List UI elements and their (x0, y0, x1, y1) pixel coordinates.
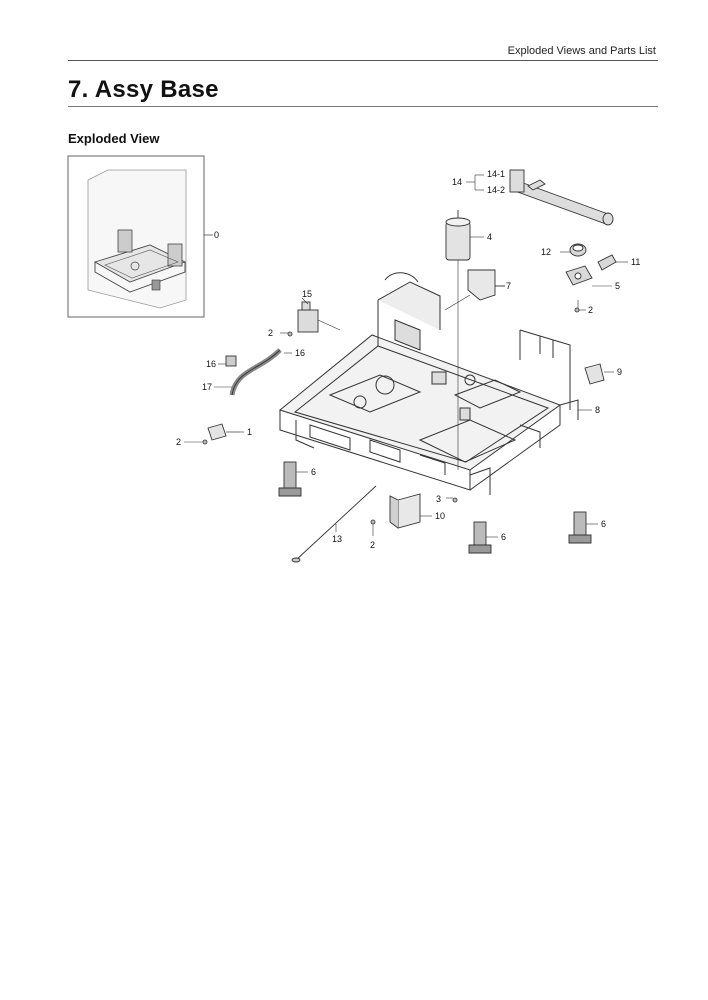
callout-4: 4 (487, 232, 492, 242)
knob-11 (597, 254, 617, 271)
callout-6c: 6 (601, 519, 606, 529)
callout-11: 11 (631, 257, 640, 267)
section-title: Exploded View (68, 131, 160, 146)
callout-0: 0 (214, 230, 219, 240)
callout-16b: 16 (295, 348, 305, 358)
page-title: 7. Assy Base (68, 76, 219, 103)
screws-2-3 (202, 307, 580, 525)
callout-2a: 2 (268, 328, 273, 338)
callout-16a: 16 (206, 359, 216, 369)
callout-6b: 6 (501, 532, 506, 542)
leg-bolts-6 (278, 461, 592, 554)
callout-3: 3 (436, 494, 441, 504)
bracket-7 (444, 269, 505, 311)
callout-12: 12 (541, 247, 551, 257)
pump-motor-4 (445, 210, 471, 470)
overview-inset (67, 155, 213, 318)
header-rule (68, 60, 658, 61)
callout-14-1: 14-1 (487, 169, 505, 179)
callout-14: 14 (452, 177, 462, 187)
bracket-10 (389, 493, 421, 529)
callout-17: 17 (202, 382, 212, 392)
callout-2d: 2 (370, 540, 375, 550)
title-rule (68, 106, 658, 107)
callout-6a: 6 (311, 467, 316, 477)
clip-9 (584, 363, 605, 385)
callout-9: 9 (617, 367, 622, 377)
leader-lines (184, 174, 628, 538)
hose-17 (225, 348, 282, 396)
callout-13: 13 (332, 534, 342, 544)
base-frame (278, 272, 579, 495)
callout-14-2: 14-2 (487, 185, 505, 195)
callout-7: 7 (506, 281, 511, 291)
gear-12 (569, 243, 587, 257)
callout-15: 15 (302, 289, 312, 299)
hose-pipe-14 (509, 169, 614, 226)
sensor-1 (207, 423, 240, 441)
callout-8: 8 (595, 405, 600, 415)
callout-2b: 2 (588, 305, 593, 315)
callout-1: 1 (247, 427, 252, 437)
callout-2c: 2 (176, 437, 181, 447)
rod-13 (291, 485, 377, 563)
valve-15 (297, 301, 341, 333)
callout-5: 5 (615, 281, 620, 291)
part-5 (565, 265, 593, 310)
running-head: Exploded Views and Parts List (507, 45, 656, 57)
callout-10: 10 (435, 511, 445, 521)
